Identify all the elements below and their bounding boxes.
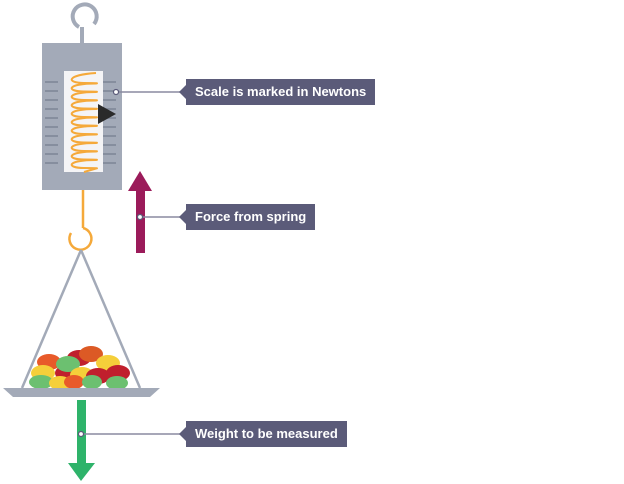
spring-window	[64, 71, 103, 172]
spring-force-label: Force from spring	[178, 204, 316, 230]
spring	[70, 72, 98, 173]
lower-hook	[68, 190, 93, 251]
pointer	[98, 104, 116, 124]
scale-label: Scale is marked in Newtons	[178, 79, 376, 105]
top-hook	[70, 2, 99, 44]
weight-label: Weight to be measured	[179, 421, 347, 447]
leader-lines	[81, 91, 180, 435]
pan	[3, 388, 160, 397]
leader-dots	[77, 88, 144, 438]
sweets	[29, 346, 130, 390]
pan-strings	[20, 249, 142, 389]
spring-force-arrow	[128, 171, 152, 253]
weight-arrow	[68, 400, 95, 481]
